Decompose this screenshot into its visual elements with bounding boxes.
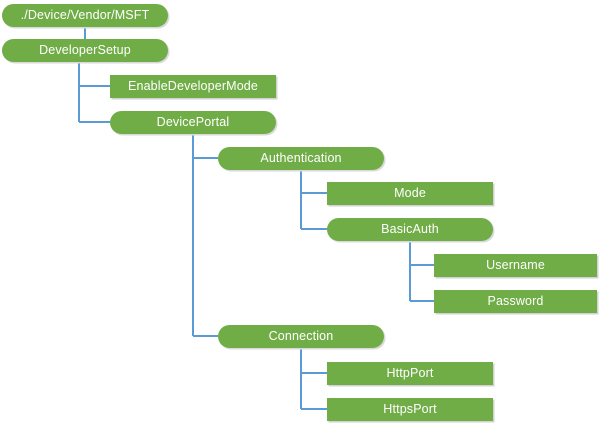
tree-node-username[interactable]: Username: [434, 254, 597, 277]
connector-basicauth-to-password: [409, 241, 434, 302]
connector-developersetup-to-deviceportal: [78, 62, 110, 123]
tree-node-label: BasicAuth: [381, 222, 439, 237]
tree-node-label: Username: [486, 258, 545, 273]
connector-connection-to-httpsport: [300, 348, 327, 410]
tree-node-label: EnableDeveloperMode: [127, 79, 259, 94]
tree-node-basicauth[interactable]: BasicAuth: [327, 218, 493, 241]
tree-node-label: DevicePortal: [156, 115, 230, 130]
tree-node-label: ./Device/Vendor/MSFT: [20, 8, 150, 23]
tree-node-label: DeveloperSetup: [39, 43, 131, 58]
connector-basicauth-to-username: [409, 241, 434, 266]
tree-node-label: Mode: [394, 186, 426, 201]
tree-node-label: Connection: [268, 329, 334, 344]
connector-deviceportal-to-authentication: [192, 134, 218, 159]
tree-node-label: Password: [487, 294, 544, 309]
tree-node-connection[interactable]: Connection: [218, 325, 384, 348]
tree-node-root[interactable]: ./Device/Vendor/MSFT: [2, 4, 168, 27]
connector-developersetup-to-enabledevelopermode: [78, 62, 110, 87]
tree-node-enabledevelopermode[interactable]: EnableDeveloperMode: [110, 75, 276, 98]
connector-authentication-to-mode: [300, 170, 327, 194]
tree-node-developersetup[interactable]: DeveloperSetup: [2, 39, 168, 62]
tree-node-label: HttpsPort: [383, 402, 437, 417]
tree-node-mode[interactable]: Mode: [327, 182, 493, 205]
connector-connection-to-httpport: [300, 348, 327, 374]
tree-node-deviceportal[interactable]: DevicePortal: [110, 111, 276, 134]
tree-node-httpport[interactable]: HttpPort: [327, 362, 493, 385]
connector-deviceportal-to-connection: [192, 134, 218, 337]
tree-node-password[interactable]: Password: [434, 290, 597, 313]
tree-node-authentication[interactable]: Authentication: [218, 147, 384, 170]
connector-authentication-to-basicauth: [300, 170, 327, 230]
tree-node-httpsport[interactable]: HttpsPort: [327, 398, 493, 421]
tree-node-label: Authentication: [260, 151, 342, 166]
tree-node-label: HttpPort: [386, 366, 434, 381]
